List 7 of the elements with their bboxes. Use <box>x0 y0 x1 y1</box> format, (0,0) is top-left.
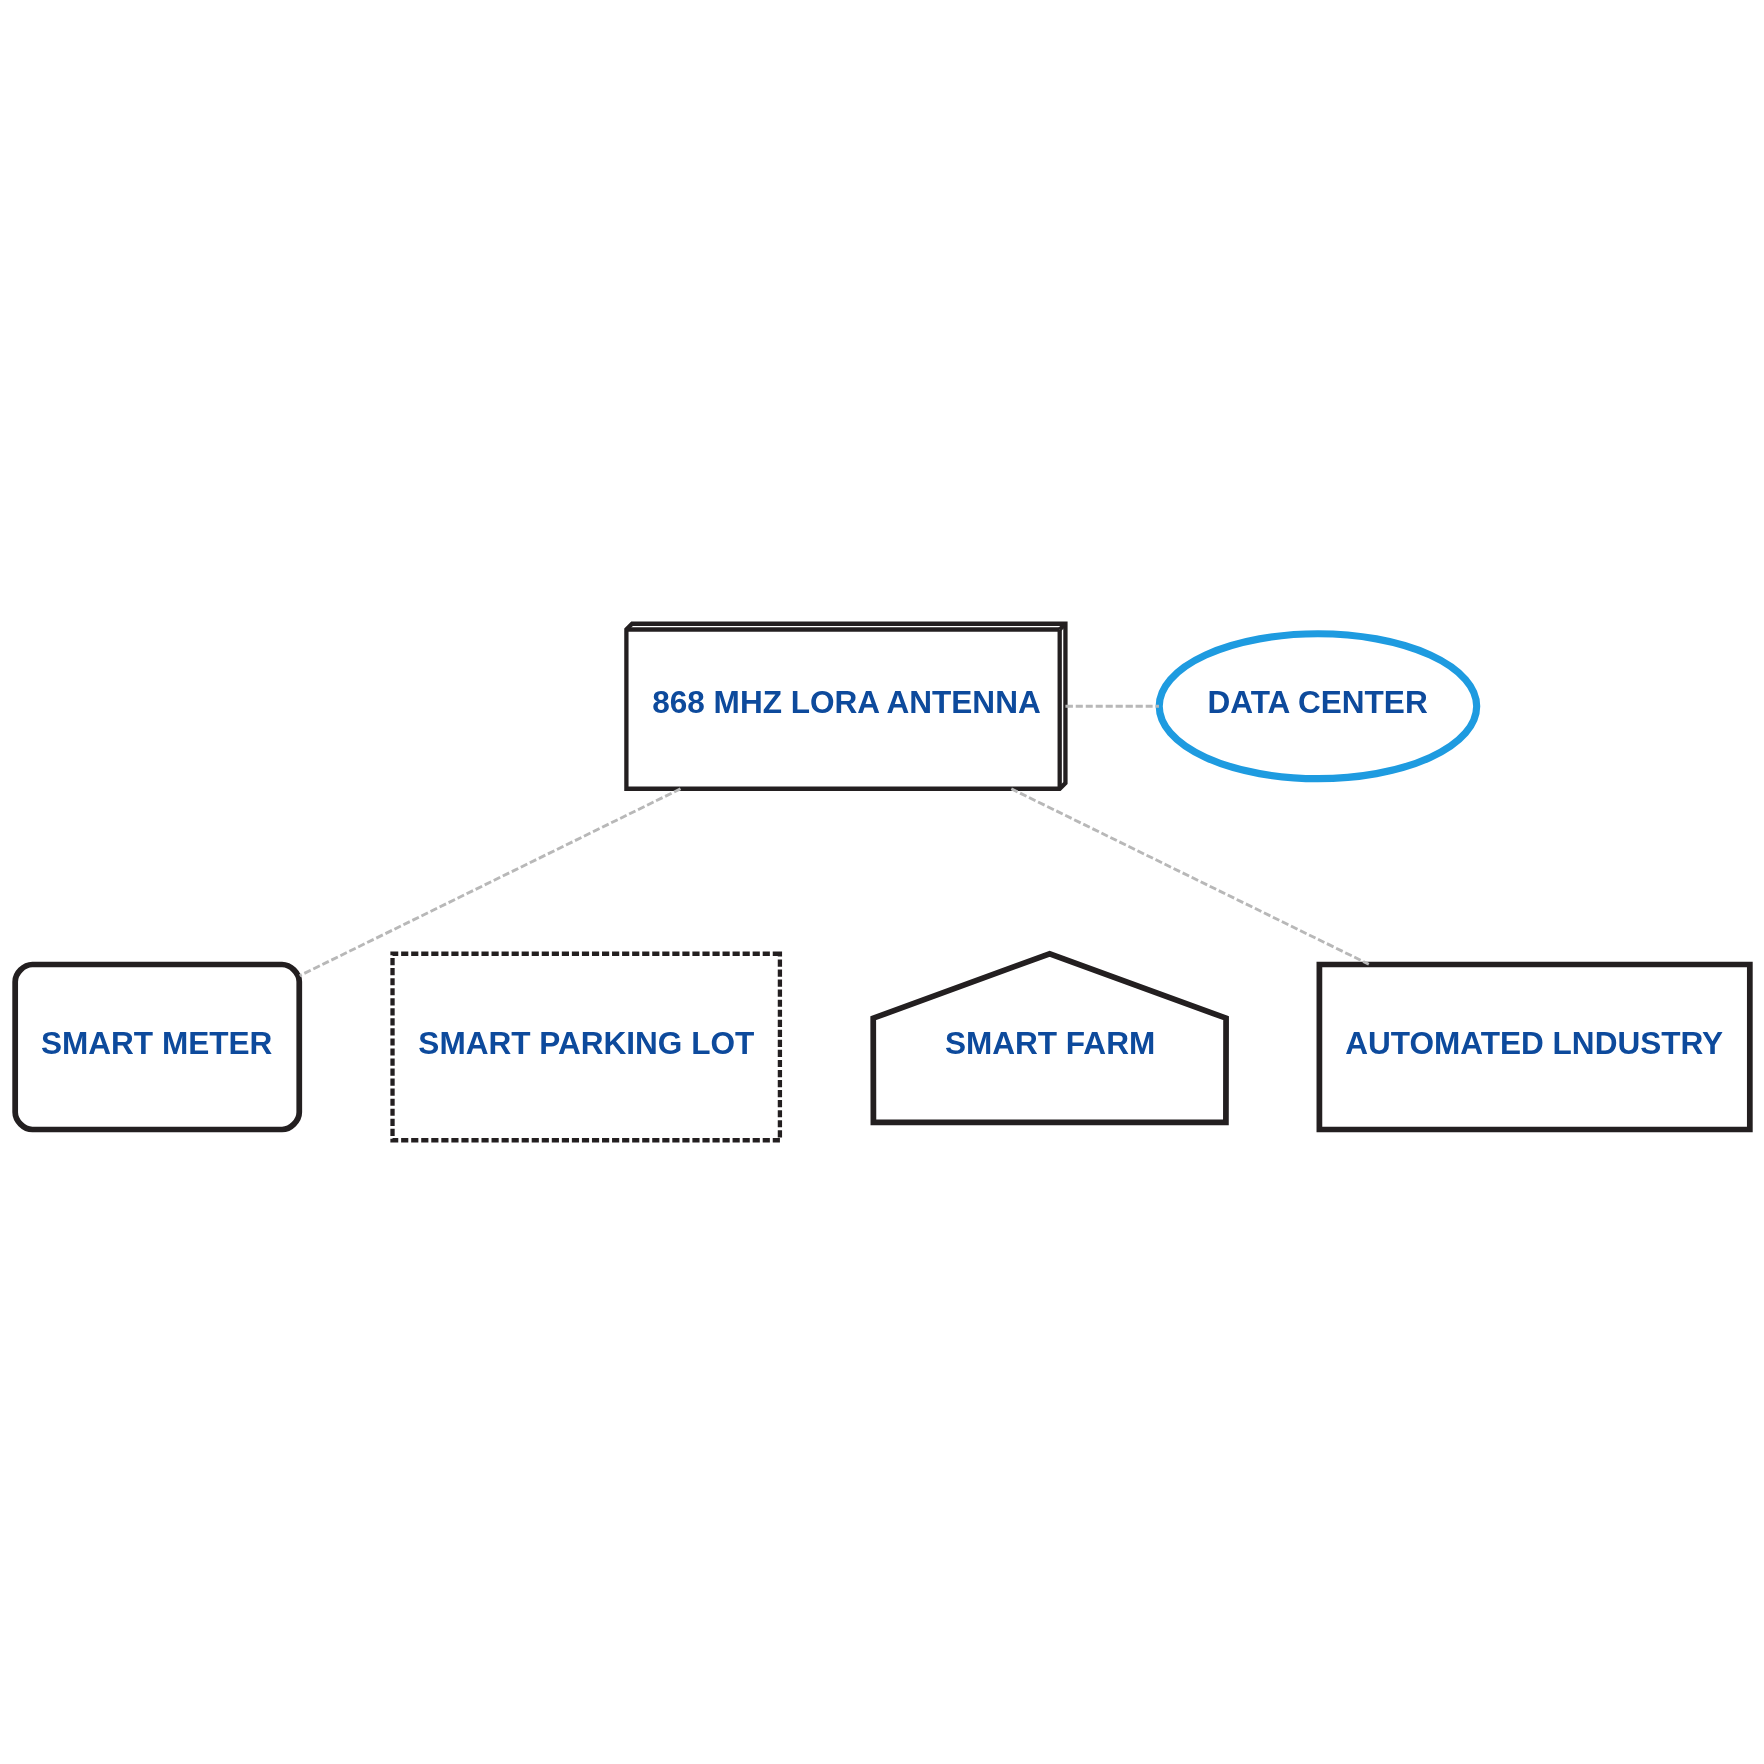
connector <box>298 787 681 977</box>
node-box: SMART METER <box>11 961 302 1133</box>
node-ellipse: DATA CENTER <box>1155 630 1480 783</box>
connector <box>1064 704 1159 708</box>
node-box: SMART PARKING LOT <box>389 951 782 1143</box>
node-box: AUTOMATED LNDUSTRY <box>1316 961 1753 1133</box>
connector <box>1010 787 1369 966</box>
